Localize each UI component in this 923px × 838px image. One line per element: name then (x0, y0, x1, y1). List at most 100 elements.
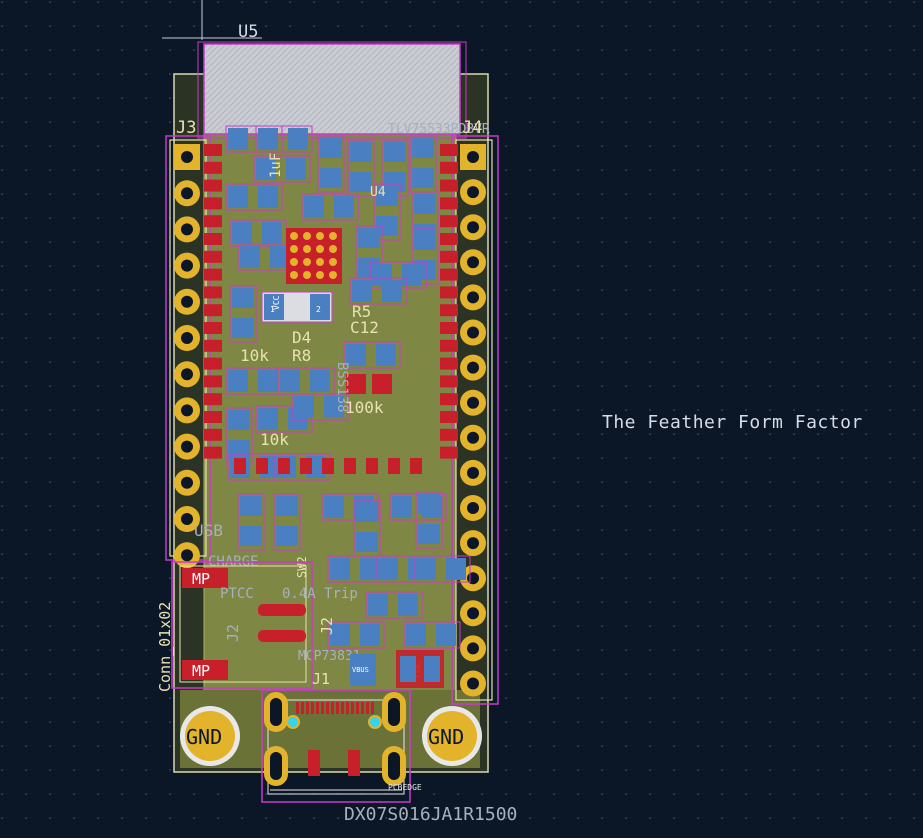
edge-pad (440, 215, 458, 228)
smd-pad (258, 408, 278, 430)
mcp-pad (234, 458, 246, 474)
mcp-pad (300, 458, 312, 474)
edge-pad (440, 357, 458, 370)
usb-finger (306, 702, 309, 714)
j4-label: J4 (462, 118, 482, 138)
smd-pad (418, 524, 440, 544)
smd-pad (228, 370, 248, 392)
smd-pad (446, 558, 466, 580)
part-courtyard (415, 491, 443, 549)
mcp-pad (366, 458, 378, 474)
bga-module (286, 228, 342, 284)
edge-pad (440, 161, 458, 174)
smd-pad (346, 344, 366, 366)
mp-bottom-label: MP (192, 662, 210, 680)
smd-pad (228, 410, 250, 430)
smd-pad (288, 128, 308, 150)
pin-drill (181, 404, 193, 417)
edge-pad (204, 393, 222, 406)
smd-pad (356, 502, 378, 522)
bga-ball (329, 232, 337, 240)
mcp-pads (234, 374, 422, 474)
r2-pad-b (424, 656, 440, 682)
j2-pad-1 (258, 604, 306, 616)
bga-ball (316, 232, 324, 240)
smd-pad (436, 624, 456, 646)
edge-pad (440, 250, 458, 263)
bga-ball (329, 271, 337, 279)
mcp-label: MCP73831 (298, 649, 361, 664)
usb-finger (371, 702, 374, 714)
r2-pad-a (400, 656, 416, 682)
edge-pad (204, 144, 222, 156)
usb-finger (311, 702, 314, 714)
part-courtyard (225, 125, 283, 153)
edge-pad (440, 304, 458, 317)
mcp-pad (410, 458, 422, 474)
pin-drill (467, 151, 479, 163)
smd-pad (276, 496, 298, 516)
100k-label: 100k (345, 398, 384, 417)
smd-pad (414, 194, 436, 214)
smd-pad (256, 158, 276, 180)
u5-body (203, 43, 461, 135)
smd-pad (350, 172, 372, 192)
smd-pad (330, 558, 350, 580)
part-courtyard (411, 227, 439, 285)
usb-finger (336, 702, 339, 714)
edge-pad (440, 428, 458, 441)
vbus-label: VBUS (352, 666, 369, 674)
j3-label: J3 (176, 118, 196, 138)
part-courtyard (317, 135, 345, 193)
smd-pad (352, 280, 372, 302)
usb-finger (366, 702, 369, 714)
edge-pad (204, 428, 222, 441)
part-courtyard (343, 341, 401, 369)
bga-ball (290, 232, 298, 240)
mcp-pad (372, 374, 392, 394)
usb-finger (326, 702, 329, 714)
smd-pad (286, 158, 306, 180)
j2b-label: J2 (318, 617, 336, 635)
smd-pad (240, 246, 260, 268)
edge-pad (204, 304, 222, 317)
smd-pad (324, 496, 344, 518)
pin-drill (181, 332, 193, 344)
vbus-pad (350, 654, 376, 686)
gnd-hole-right: GND (422, 706, 482, 766)
smd-pad (356, 532, 378, 552)
smd-pad (324, 396, 344, 418)
edge-pad (204, 322, 222, 334)
bga-ball (290, 245, 298, 253)
edge-pad (440, 179, 458, 192)
smd-pad (416, 558, 436, 580)
j2-courtyard (171, 561, 313, 689)
pin-drill (181, 549, 193, 562)
bss-label: BSS138 (334, 362, 350, 413)
bga-ball (290, 258, 298, 266)
smd-pad (330, 624, 350, 646)
mcp-pad (344, 458, 356, 474)
usb-finger (316, 702, 319, 714)
usb-finger (346, 702, 349, 714)
j2-label: J2 (224, 624, 242, 642)
pin-drill (181, 476, 193, 489)
smd-pad (232, 318, 254, 338)
j2-pad-2 (258, 630, 306, 642)
smd-pad (378, 558, 398, 580)
smd-components (225, 125, 471, 649)
smd-pad (232, 288, 254, 308)
svg-text:1: 1 (270, 305, 275, 314)
smd-pad (414, 230, 436, 250)
smd-pad (368, 594, 388, 616)
r5-label: R5 (352, 302, 371, 321)
pin-drill (467, 361, 479, 374)
pin-drill (467, 326, 479, 339)
right-edge-pads (440, 144, 458, 459)
smd-pad (258, 370, 278, 392)
smd-pad (262, 222, 282, 244)
smd-pad (276, 526, 298, 546)
part-courtyard (273, 493, 301, 551)
